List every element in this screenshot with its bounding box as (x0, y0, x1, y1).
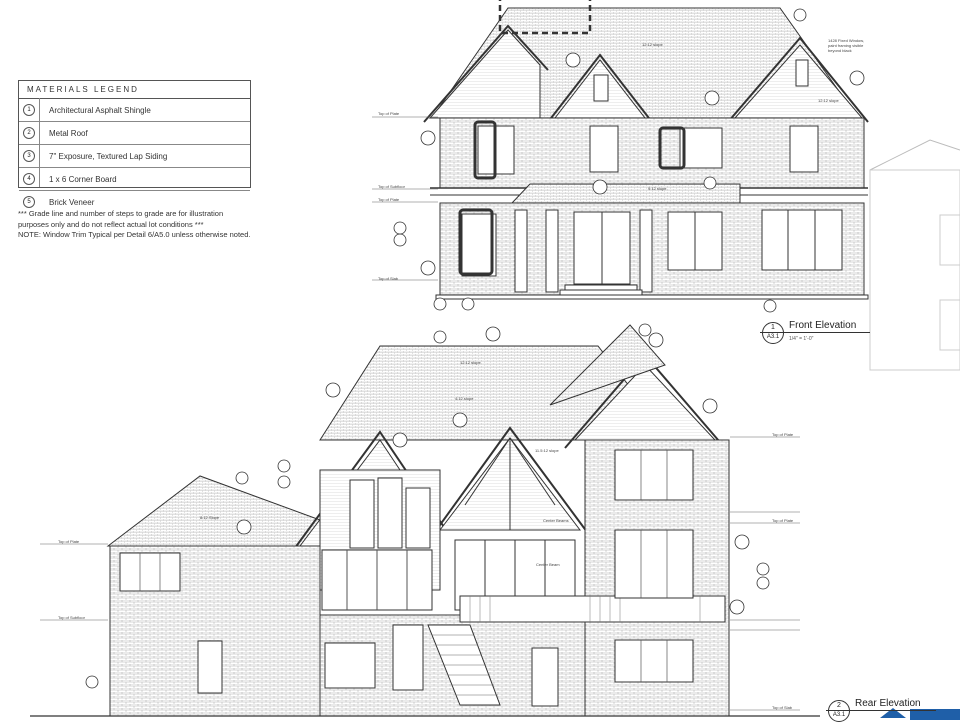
note-line: purposes only and do not reflect actual … (18, 219, 204, 229)
front-slope-label: 12:12 slope (642, 42, 663, 47)
rear-slope-label: 11.5:12 slope (535, 448, 559, 453)
rear-elevation-label: Rear Elevation (855, 698, 921, 709)
front-callouts (393, 8, 865, 313)
level-label: Top of Plate (378, 111, 400, 116)
legend-label: 7" Exposure, Textured Lap Siding (49, 151, 168, 161)
legend-label: Metal Roof (49, 128, 88, 138)
note-line: NOTE: Window Trim Typical per Detail 6/A… (18, 230, 251, 239)
level-label: Top of Slab (772, 705, 793, 710)
materials-legend: MATERIALS LEGEND 1 Architectural Asphalt… (18, 80, 251, 208)
front-window-note: 1428 Fixed Window, paint framing visible… (828, 38, 865, 53)
rear-elevation-title: 2 A3.1 Rear Elevation (826, 698, 960, 722)
front-slope-label: 12:12 slope (818, 98, 839, 103)
front-elevation-scale: 1/4" = 1'-0" (789, 336, 814, 342)
front-elevation-label: Front Elevation (789, 320, 857, 331)
legend-label: Brick Veneer (49, 197, 95, 207)
legend-row: 2 Metal Roof (19, 122, 250, 145)
front-elevation (372, 0, 960, 371)
level-label: Top of Slab (378, 276, 399, 281)
general-notes: *** Grade line and number of steps to gr… (18, 209, 288, 241)
legend-key-icon: 3 (23, 150, 35, 162)
detail-marker: 2 A3.1 (828, 700, 850, 722)
legend-key-icon: 5 (23, 196, 35, 208)
rear-beam-label: Center Beam (536, 562, 560, 567)
note-line: *** Grade line and number of steps to gr… (18, 209, 224, 218)
legend-row: 3 7" Exposure, Textured Lap Siding (19, 145, 250, 168)
detail-marker: 1 A3.1 (762, 322, 784, 344)
rear-elevation (30, 324, 820, 717)
legend-label: Architectural Asphalt Shingle (49, 105, 151, 115)
level-label: Top of Subfloor (58, 615, 85, 620)
level-label: Top of Subfloor (378, 184, 405, 189)
rear-slope-label: 12:12 slope (460, 360, 481, 365)
logo-fragment (880, 708, 960, 720)
level-label: Top of Plate (772, 432, 794, 437)
legend-title: MATERIALS LEGEND (19, 81, 250, 99)
legend-label: 1 x 6 Corner Board (49, 174, 117, 184)
rear-slope-label: 8:12 Slope (200, 515, 220, 520)
front-elevation-title: 1 A3.1 Front Elevation 1/4" = 1'-0" (760, 320, 880, 348)
rear-beam-label: Center Beams (543, 518, 569, 523)
legend-row: 5 Brick Veneer (19, 191, 250, 213)
legend-key-icon: 4 (23, 173, 35, 185)
rear-callouts (85, 323, 770, 689)
level-label: Top of Plate (378, 197, 400, 202)
legend-row: 4 1 x 6 Corner Board (19, 168, 250, 191)
legend-row: 1 Architectural Asphalt Shingle (19, 99, 250, 122)
level-label: Top of Plate (58, 539, 80, 544)
level-label: Top of Plate (772, 518, 794, 523)
legend-key-icon: 2 (23, 127, 35, 139)
legend-key-icon: 1 (23, 104, 35, 116)
front-slope-label: 9:12 slope (648, 186, 667, 191)
rear-slope-label: 4:12 slope (455, 396, 474, 401)
